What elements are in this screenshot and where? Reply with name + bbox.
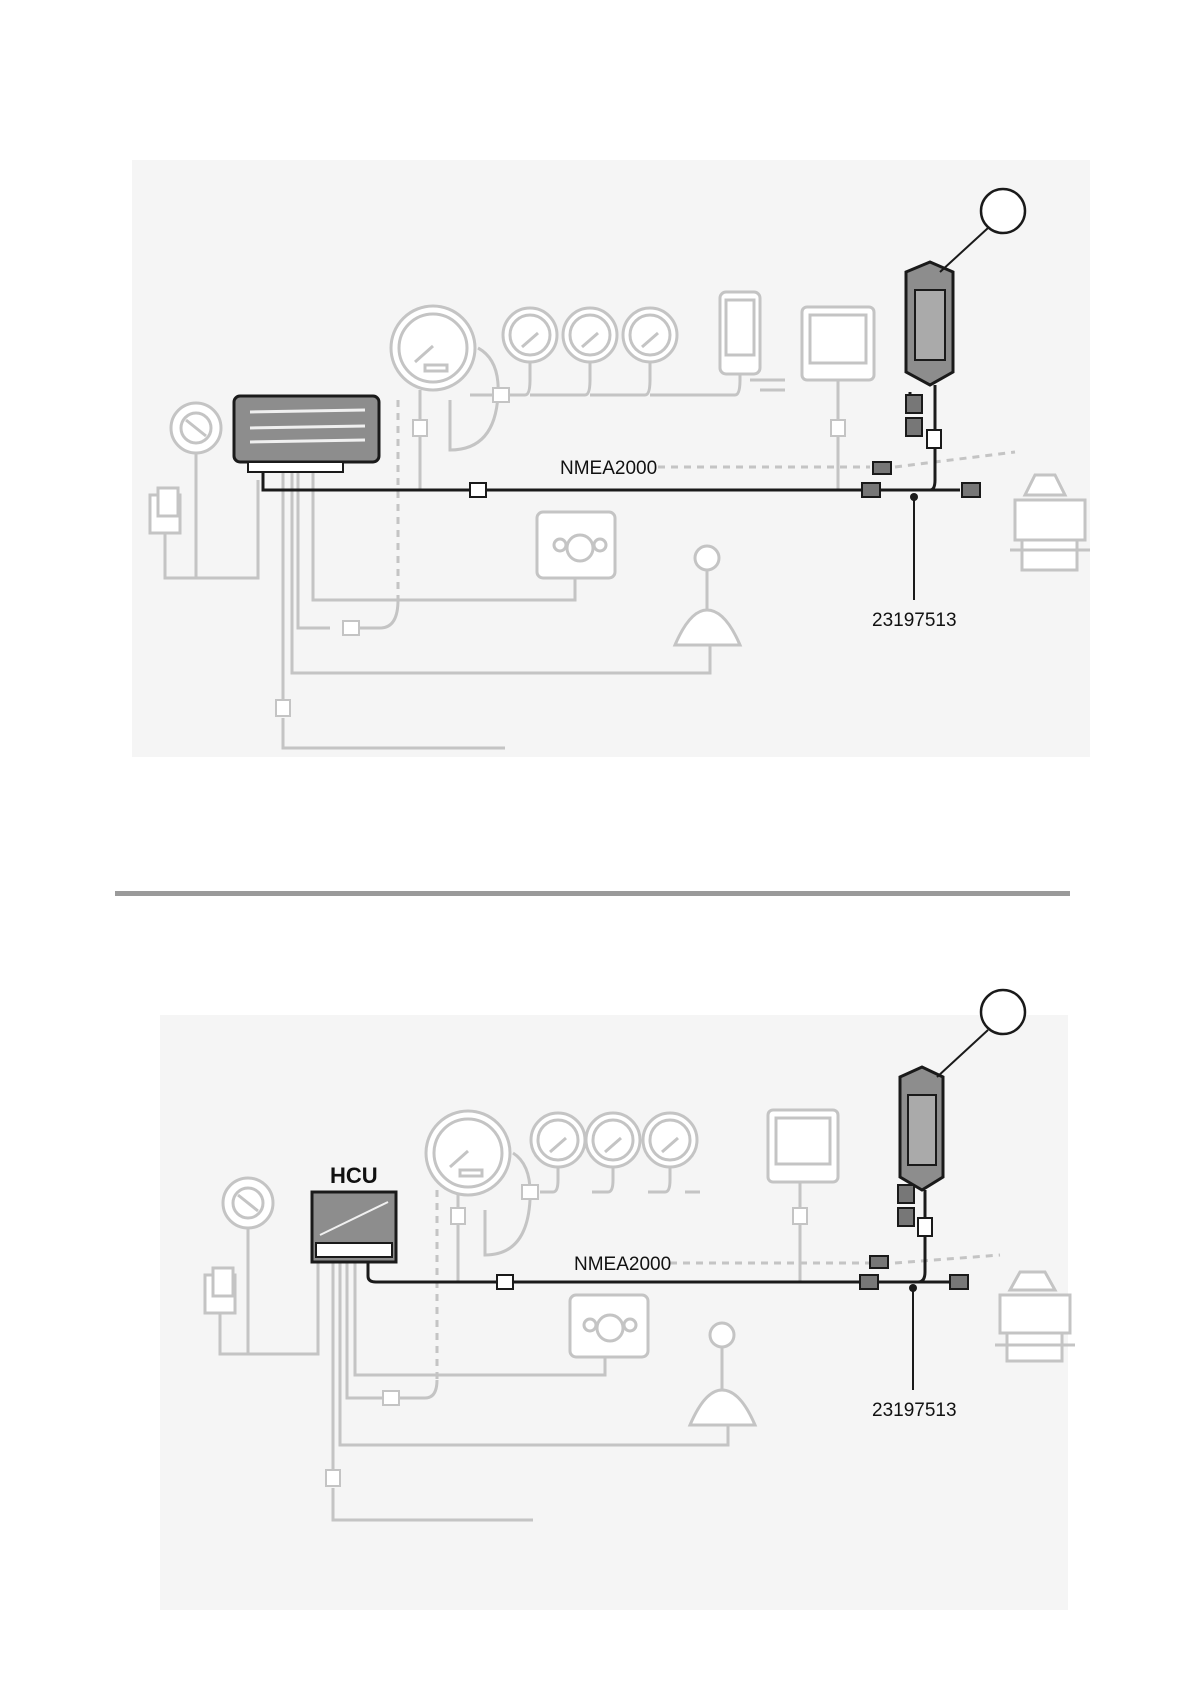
gauge-icon-1 — [503, 308, 557, 362]
tachometer-icon — [426, 1111, 510, 1195]
hcu-label: HCU — [330, 1163, 378, 1188]
network-label: NMEA2000 — [574, 1254, 671, 1275]
part-number-label: 23197513 — [872, 610, 957, 631]
key-switch-icon — [171, 403, 221, 453]
wiring-diagram-top-svg: NMEA2000 23197513 — [0, 0, 1192, 800]
fuse-box-icon — [150, 488, 180, 533]
display-icon — [802, 307, 874, 380]
gauge-icon-3 — [643, 1113, 697, 1167]
wiring-diagram-top: NMEA2000 23197513 — [0, 0, 1192, 800]
network-label: NMEA2000 — [560, 458, 657, 479]
gauge-icon-3 — [623, 308, 677, 362]
interface-unit — [234, 396, 379, 472]
part-number-label: 23197513 — [872, 1400, 957, 1421]
control-panel-icon — [537, 512, 615, 578]
gauge-icon-1 — [531, 1113, 585, 1167]
wiring-diagram-bottom: HCU NMEA2000 23197513 — [0, 890, 1192, 1685]
callout-circle — [981, 990, 1025, 1034]
key-switch-icon — [223, 1178, 273, 1228]
fuse-box-icon — [205, 1268, 235, 1313]
wiring-diagram-bottom-svg: HCU NMEA2000 23197513 — [0, 890, 1192, 1685]
gauge-icon-2 — [563, 308, 617, 362]
display-icon — [768, 1110, 838, 1182]
control-panel-icon — [570, 1295, 648, 1357]
tachometer-icon — [391, 306, 475, 390]
hcu-unit — [312, 1192, 396, 1262]
callout-circle — [981, 189, 1025, 233]
control-module-icon — [720, 292, 760, 374]
gauge-icon-2 — [586, 1113, 640, 1167]
